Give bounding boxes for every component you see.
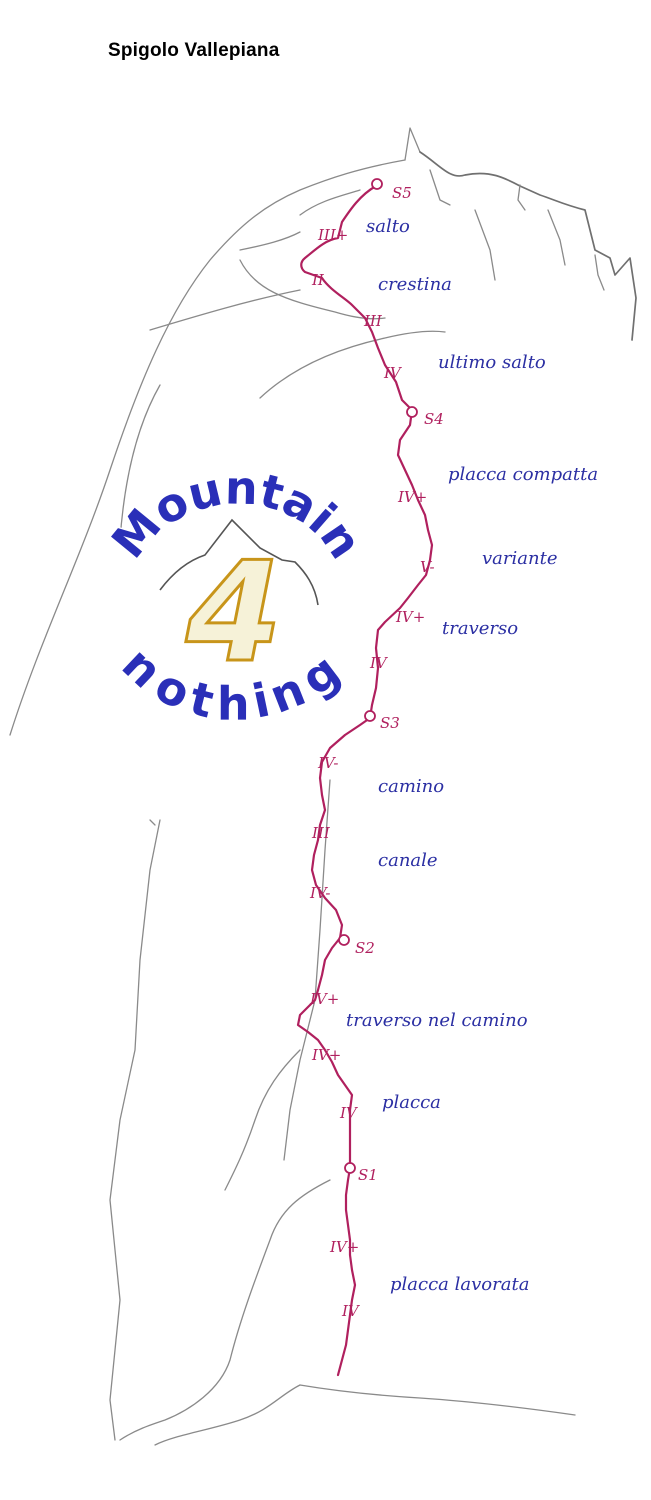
grade-label: IV+ <box>395 608 425 626</box>
grade-label: IV+ <box>309 990 339 1008</box>
grade-label: IV <box>383 364 403 382</box>
belay-icon <box>344 1162 356 1174</box>
belay-icon <box>406 406 418 418</box>
stop-label: S5 <box>392 184 412 202</box>
stop-label: S3 <box>380 714 400 732</box>
grade-label: IV+ <box>397 488 427 506</box>
mountain4nothing-logo: 4 Mountain nothing <box>100 459 374 732</box>
grade-label: IV+ <box>329 1238 359 1256</box>
route-line <box>296 184 434 1377</box>
grade-label: II <box>311 271 325 289</box>
description-label: variante <box>482 548 557 569</box>
belay-stations: S5 S4 S3 S2 S1 <box>338 178 444 1184</box>
stop-label: S2 <box>355 939 375 957</box>
grade-label: III <box>363 312 383 330</box>
page-title: Spigolo Vallepiana <box>108 40 280 61</box>
belay-icon <box>371 178 383 190</box>
grade-label: IV+ <box>311 1046 341 1064</box>
grade-label: IV <box>341 1302 361 1320</box>
logo-number: 4 <box>185 532 282 693</box>
description-label: crestina <box>378 274 452 295</box>
grade-label: V- <box>420 558 435 576</box>
description-label: ultimo salto <box>438 352 546 373</box>
description-label: traverso nel camino <box>346 1010 528 1031</box>
grade-label: IV- <box>317 754 338 772</box>
description-label: camino <box>378 776 444 797</box>
grade-label: III <box>311 824 331 842</box>
stop-label: S1 <box>358 1166 378 1184</box>
description-label: traverso <box>442 618 518 639</box>
grade-label: III+ <box>317 226 348 244</box>
stop-label: S4 <box>424 410 444 428</box>
pitch-descriptions: salto crestina ultimo salto placca compa… <box>346 216 598 1295</box>
description-label: salto <box>366 216 410 237</box>
grade-label: IV <box>339 1104 359 1122</box>
pitch-grades: III+ II III IV IV+ V- IV+ IV IV- III IV-… <box>309 226 435 1320</box>
description-label: placca <box>382 1092 441 1113</box>
grade-label: IV- <box>309 884 330 902</box>
belay-icon <box>364 710 376 722</box>
grade-label: IV <box>369 654 389 672</box>
description-label: canale <box>378 850 438 871</box>
description-label: placca lavorata <box>390 1274 529 1295</box>
belay-icon <box>338 934 350 946</box>
description-label: placca compatta <box>448 464 598 485</box>
rock-sketch <box>9 127 637 1446</box>
